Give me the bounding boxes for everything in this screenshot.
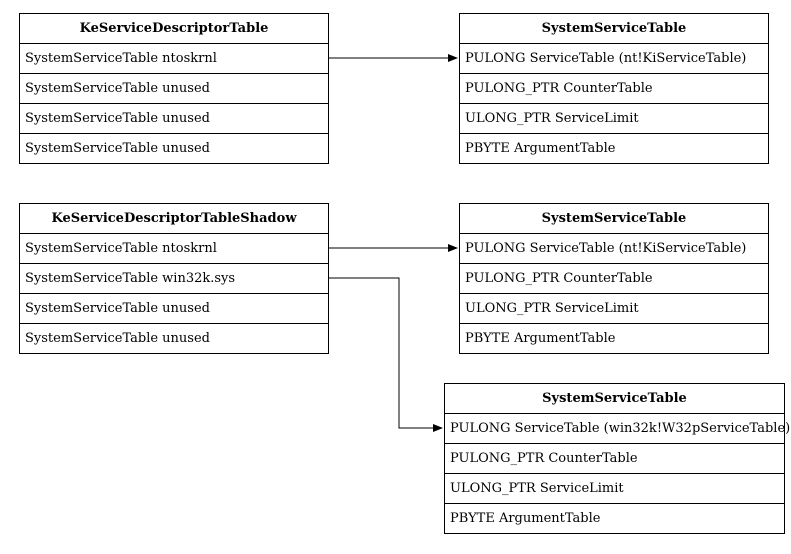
system-service-table-win32k: SystemServiceTable PULONG ServiceTable (… [444, 383, 790, 534]
table-row: SystemServiceTable unused [20, 104, 328, 134]
arrow-win32k-to-w32pservicetable [329, 277, 443, 432]
table-row: ULONG_PTR ServiceLimit [460, 104, 768, 134]
ke-service-descriptor-table-shadow: KeServiceDescriptorTableShadow SystemSer… [19, 203, 329, 354]
table-row: SystemServiceTable unused [25, 331, 210, 346]
table-row: PULONG_PTR CounterTable [460, 74, 768, 104]
table-row: SystemServiceTable unused [20, 74, 328, 104]
table-row: SystemServiceTable unused [20, 294, 328, 324]
table-row: PULONG ServiceTable (win32k!W32pServiceT… [445, 414, 790, 444]
table-row: PULONG_PTR CounterTable [460, 264, 768, 294]
table-title: SystemServiceTable [445, 384, 784, 414]
table-row: PBYTE ArgumentTable [465, 141, 616, 156]
table-row: PBYTE ArgumentTable [465, 331, 616, 346]
table-row: PULONG ServiceTable (nt!KiServiceTable) [460, 234, 768, 264]
table-row: SystemServiceTable unused [25, 141, 210, 156]
table-row: SystemServiceTable ntoskrnl [20, 44, 328, 74]
table-title: KeServiceDescriptorTableShadow [20, 204, 328, 234]
system-service-table-ntoskrnl: SystemServiceTable PULONG ServiceTable (… [459, 13, 769, 164]
table-row: ULONG_PTR ServiceLimit [445, 474, 784, 504]
system-service-table-shadow-ntoskrnl: SystemServiceTable PULONG ServiceTable (… [459, 203, 769, 354]
table-row: PBYTE ArgumentTable [450, 511, 601, 526]
table-title: KeServiceDescriptorTable [20, 14, 328, 44]
table-title: SystemServiceTable [460, 204, 768, 234]
table-title: SystemServiceTable [460, 14, 768, 44]
table-row: SystemServiceTable win32k.sys [20, 264, 328, 294]
table-row: SystemServiceTable ntoskrnl [20, 234, 328, 264]
table-row: PULONG ServiceTable (nt!KiServiceTable) [460, 44, 768, 74]
table-row: ULONG_PTR ServiceLimit [460, 294, 768, 324]
table-row: PULONG_PTR CounterTable [445, 444, 784, 474]
ke-service-descriptor-table: KeServiceDescriptorTable SystemServiceTa… [19, 13, 329, 164]
